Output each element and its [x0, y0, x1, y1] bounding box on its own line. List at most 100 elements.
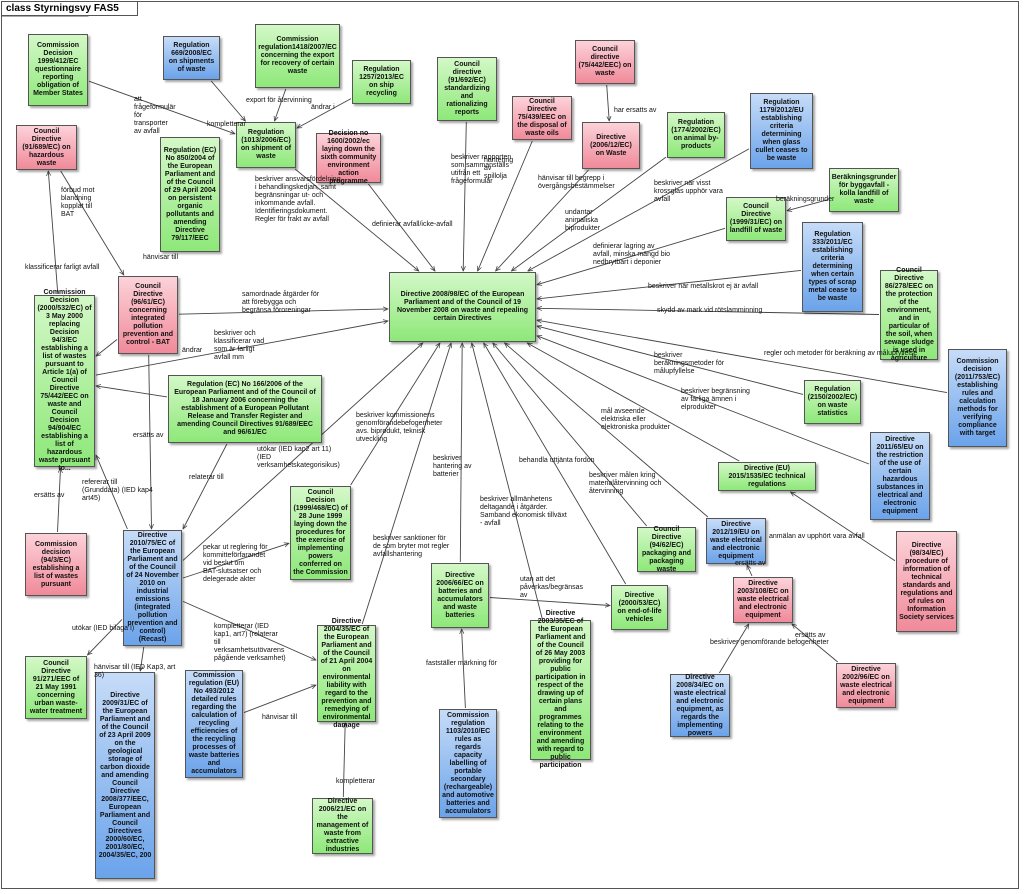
edge-n34-n18 — [484, 343, 627, 585]
node-n13[interactable]: Decision no 1600/2002/ec laying down the… — [316, 130, 381, 185]
edge-label: kompletterar — [207, 121, 246, 128]
edge-label: ersätts av — [34, 492, 65, 499]
node-n27[interactable]: Council Decision (1999/468/EC) of 28 Jun… — [290, 486, 351, 580]
node-n14[interactable]: Regulation (EC) No 850/2004 of the Europ… — [160, 137, 220, 252]
node-n24[interactable]: Regulation (2150/2002/EC) on waste stati… — [804, 380, 861, 424]
node-n21[interactable]: Council Directive 86/278/EEC on the prot… — [880, 267, 938, 362]
node-n28[interactable]: Commission decision (94/3/EC) establishi… — [25, 533, 87, 596]
node-n36[interactable]: Council Directive 91/271/EEC of 21 May 1… — [25, 656, 87, 719]
edge-label: har ersatts av — [614, 107, 657, 114]
edge-n10-n18 — [528, 148, 750, 271]
node-n9[interactable]: Regulation (1774/2002/EC) on animal by-p… — [667, 112, 725, 158]
node-n30[interactable]: Council Directive (94/62/EC) packaging a… — [637, 526, 696, 573]
node-n7[interactable]: Council Directive 75/439/EEC on the disp… — [512, 96, 572, 140]
node-n25[interactable]: Directive 2011/65/EU on the restriction … — [870, 432, 930, 520]
node-n8[interactable]: Directive (2006/12/EC) on Waste — [582, 122, 640, 169]
node-label: Council Directive (91/689/EC) on hazardo… — [22, 127, 71, 167]
node-n20[interactable]: Commission Decision (2000/532/EC) of 3 M… — [34, 289, 95, 472]
node-n43[interactable]: Commission regulation 1103/2010/EC rules… — [439, 709, 497, 818]
node-label: Directive (EU) 2015/1535/EC technical re… — [728, 464, 806, 488]
edge-n19-n29 — [148, 354, 152, 529]
node-label: Commission regulation (EU) No 493/2012 d… — [188, 672, 240, 775]
edge-n23-n20 — [96, 386, 168, 398]
node-n16[interactable]: Council Directive (1999/31/EC) on landfi… — [726, 197, 786, 241]
node-label: Regulation 1257/2013/EC on ship recyclin… — [359, 66, 404, 97]
node-label: Directive 2006/21/EC on the management o… — [316, 798, 369, 853]
node-n41[interactable]: Directive 2009/31/EC of the European Par… — [95, 672, 155, 879]
edge-n27-n18 — [350, 343, 440, 486]
edge-n42-n37 — [243, 685, 316, 714]
node-n40[interactable]: Directive 2002/96/EC on waste electrical… — [836, 663, 896, 708]
node-n31[interactable]: Directive 2012/19/EU on waste electrical… — [706, 518, 766, 564]
node-n23[interactable]: Regulation (EC) No 166/2006 of the Europ… — [168, 375, 322, 443]
node-n5[interactable]: Council directive (91/692/EC) standardiz… — [437, 57, 497, 121]
edge-n32-n26 — [791, 492, 896, 562]
edge-n37-n18 — [361, 343, 451, 625]
node-n4[interactable]: Regulation 1257/2013/EC on ship recyclin… — [352, 60, 411, 104]
node-n18[interactable]: Directive 2008/98/EC of the European Par… — [389, 272, 536, 342]
edge-n29-n27 — [182, 543, 289, 579]
edge-label: ändrar i — [311, 104, 335, 111]
node-n2[interactable]: Regulation 669/2008/EC on shipments of w… — [163, 36, 220, 80]
edge-n29-n41 — [140, 646, 145, 671]
node-n44[interactable]: Directive 2006/21/EC on the management o… — [312, 798, 373, 854]
edge-n33-n18 — [460, 343, 462, 563]
node-label: Directive (2000/53/EC) on end-of-life ve… — [617, 591, 662, 623]
node-n38[interactable]: Directive 2003/35/EC of the European Par… — [530, 610, 591, 769]
node-label: Commission regulation 1103/2010/EC rules… — [442, 711, 494, 815]
node-n19[interactable]: Council Directive (96/61/EC) concerning … — [118, 276, 178, 354]
node-n29[interactable]: Directive 2010/75/EC of the European Par… — [123, 530, 182, 646]
node-label: Regulation (1013/2006/EC) on shipment of… — [240, 129, 292, 160]
node-n12[interactable]: Regulation (1013/2006/EC) on shipment of… — [236, 122, 296, 168]
node-label: Council Directive (1999/31/EC) on landfi… — [729, 203, 783, 234]
edge-label: kompletterar — [336, 778, 375, 785]
edge-label: hänvisar till — [143, 254, 179, 261]
node-n34[interactable]: Directive (2000/53/EC) on end-of-life ve… — [611, 585, 668, 630]
node-n37[interactable]: Directive 2004/35/EC of the European Par… — [317, 618, 376, 729]
node-n42[interactable]: Commission regulation (EU) No 493/2012 d… — [185, 670, 243, 778]
node-n1[interactable]: Commission Decision 1999/412/EC question… — [28, 34, 88, 106]
node-label: Council directive (75/442/EEC) on waste — [578, 46, 632, 77]
node-label: Commission decision (2011/753/EC) establ… — [954, 358, 1001, 437]
node-n6[interactable]: Council directive (75/442/EEC) on waste — [575, 40, 635, 84]
node-n10[interactable]: Regulation 1179/2012/EU establishing cri… — [750, 93, 813, 169]
edge-label: utökar (IED bilaga I) — [72, 625, 135, 632]
node-label: Directive 2008/98/EC of the European Par… — [396, 291, 529, 322]
edge-n38-n18 — [472, 343, 543, 620]
node-n17[interactable]: Regulation 333/2011/EC establishing crit… — [802, 222, 863, 312]
node-n3[interactable]: Commission regulation1418/2007/EC concer… — [255, 24, 340, 88]
node-n39[interactable]: Directive 2008/34/EC on waste electrical… — [670, 674, 730, 737]
node-n35[interactable]: Directive 2003/108/EC on waste electrica… — [733, 577, 793, 623]
node-n26[interactable]: Directive (EU) 2015/1535/EC technical re… — [718, 462, 816, 491]
edge-n22-n18 — [537, 320, 948, 394]
edge-n39-n35 — [719, 624, 748, 674]
node-label: Regulation 669/2008/EC on shipments of w… — [168, 42, 215, 73]
node-n22[interactable]: Commission decision (2011/753/EC) establ… — [948, 349, 1007, 447]
edge-label: definierar avfall/icke-avfall — [372, 221, 453, 228]
node-n32[interactable]: Directive (98/34/EC) procedure of inform… — [896, 531, 957, 632]
edge-n40-n35 — [792, 624, 838, 663]
node-n11[interactable]: Council Directive (91/689/EC) on hazardo… — [16, 125, 77, 170]
edge-label: ändrar — [182, 347, 203, 354]
node-label: Beräkningsgrunder för byggavfall - kolla… — [831, 174, 897, 205]
node-n15[interactable]: Beräkningsgrunder för byggavfall - kolla… — [829, 168, 899, 212]
edge-label: ersätts av — [133, 432, 164, 439]
edge-n21-n18 — [537, 308, 880, 315]
node-n33[interactable]: Directive 2006/66/EC on batteries and ac… — [431, 563, 489, 628]
edge-label: export för återvinning — [246, 97, 312, 104]
edge-n2-n12 — [210, 80, 245, 121]
edge-n19-n18 — [178, 309, 388, 315]
node-label: Directive 2003/108/EC on waste electrica… — [737, 580, 789, 619]
edge-n31-n18 — [505, 343, 709, 518]
